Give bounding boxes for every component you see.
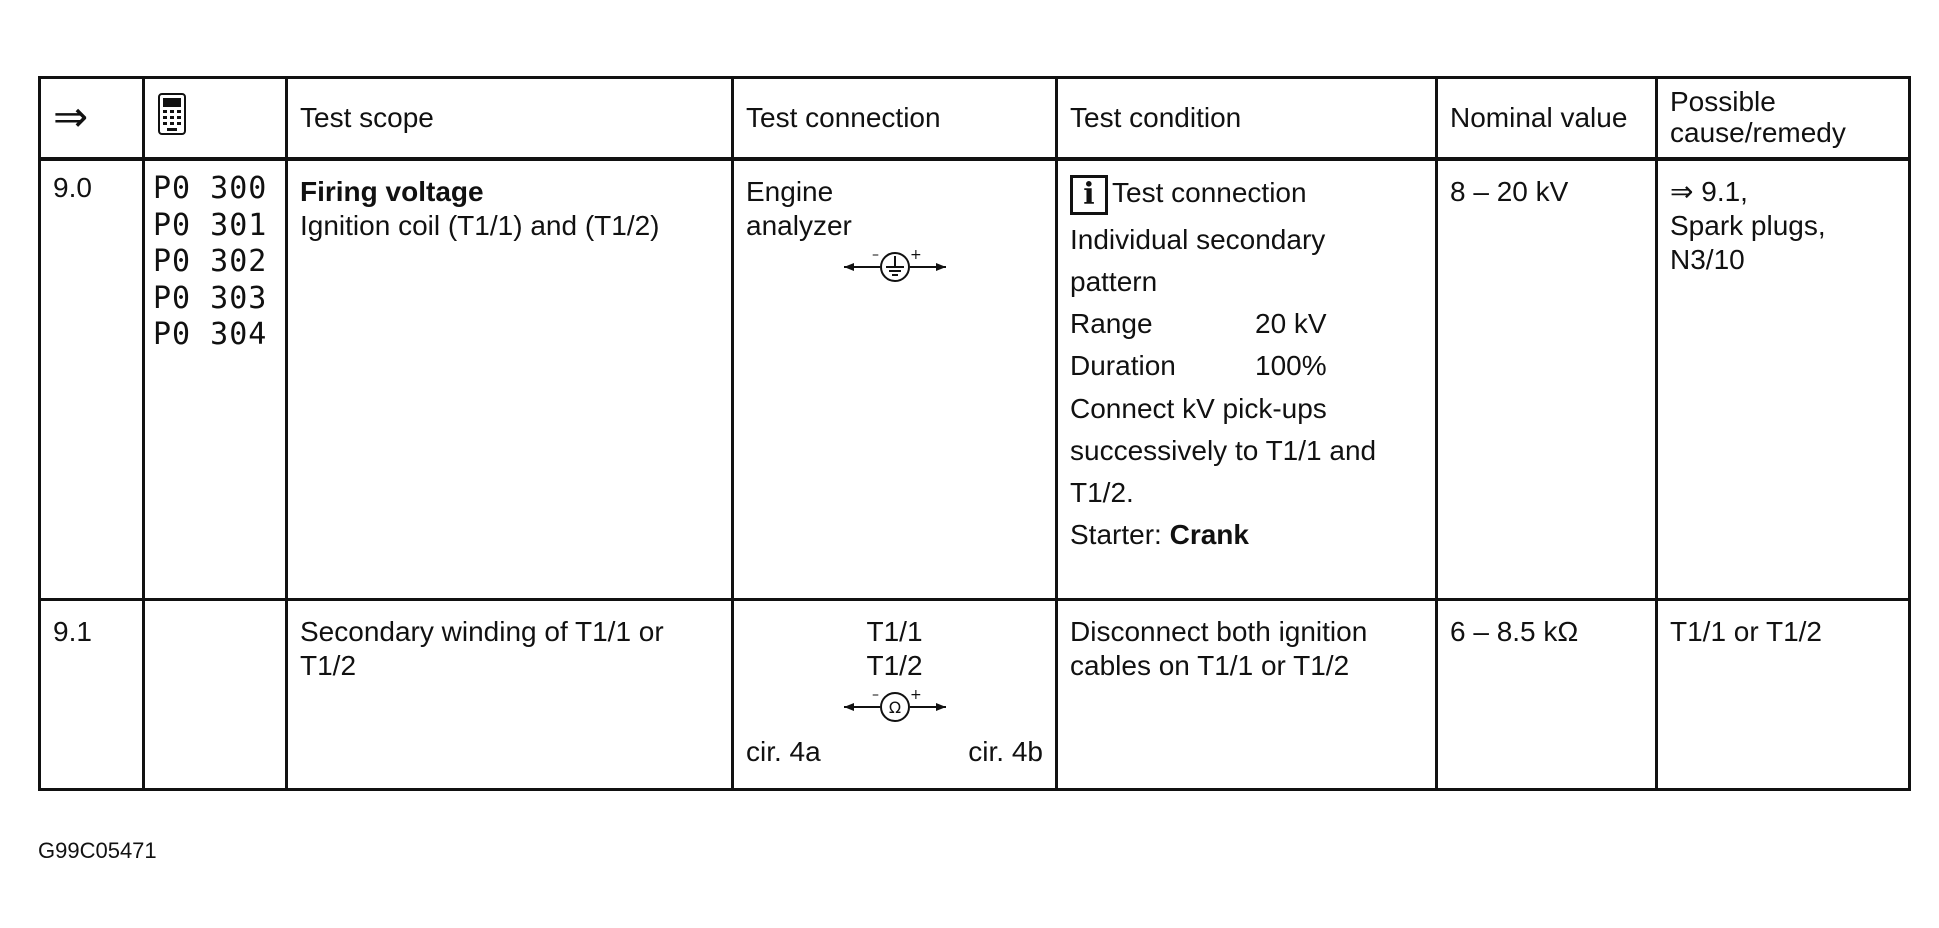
test-condition-cell: Disconnect both ignition cables on T1/1 … <box>1055 597 1438 791</box>
duration-value: 100% <box>1255 350 1327 382</box>
scope-text: Ignition coil (T1/1) and (T1/2) <box>300 210 660 242</box>
circuit-ref-left: cir. 4a <box>746 735 821 767</box>
fault-code: P0 301 <box>153 207 268 243</box>
test-scope-cell: Firing voltage Ignition coil (T1/1) and … <box>285 157 734 601</box>
duration-label: Duration <box>1070 350 1176 382</box>
nominal-value-cell: 8 – 20 kV <box>1435 157 1658 601</box>
cause-cell: T1/1 or T1/2 <box>1655 597 1911 791</box>
fault-code: P0 304 <box>153 317 268 353</box>
fault-codes: P0 300 P0 301 P0 302 P0 303 P0 304 <box>142 157 288 601</box>
condition-line: Connect kV pick-ups <box>1070 392 1327 424</box>
range-row: Range 20 kV <box>1070 307 1423 341</box>
scope-text: T1/2 <box>300 649 357 681</box>
condition-line: Test connection <box>1112 177 1307 208</box>
fault-code: P0 302 <box>153 244 268 280</box>
header-test-condition: Test condition <box>1055 76 1438 161</box>
starter-value: Crank <box>1169 519 1249 551</box>
header-cause-line1: Possible <box>1670 86 1776 118</box>
starter-row: Starter: Crank <box>1070 518 1423 552</box>
cause-line: ⇒ 9.1, <box>1670 176 1748 207</box>
fault-code: P0 300 <box>153 171 268 206</box>
arrow-icon: ⇒ <box>53 93 89 141</box>
connection-line2: analyzer <box>746 210 852 242</box>
svg-text:+: + <box>910 687 922 703</box>
condition-line: Disconnect both ignition <box>1070 615 1368 647</box>
starter-label: Starter: <box>1070 519 1162 551</box>
condition-line: T1/2. <box>1070 476 1134 508</box>
table-row: 9.0 P0 300 P0 301 P0 302 P0 303 P0 304 F… <box>38 157 1911 601</box>
svg-text:Ω: Ω <box>888 698 900 717</box>
connection-line1: T1/1 <box>866 615 923 647</box>
header-test-connection: Test connection <box>731 76 1058 161</box>
header-test-scope: Test scope <box>285 76 734 161</box>
header-tester <box>142 76 288 161</box>
fault-codes <box>142 597 288 791</box>
hand-held-tester-icon <box>157 92 187 144</box>
condition-line: cables on T1/1 or T1/2 <box>1070 649 1350 681</box>
circuit-refs: cir. 4a cir. 4b <box>746 735 1043 769</box>
test-connection-cell: Engine analyzer – + <box>731 157 1058 601</box>
test-connection-cell: T1/1 T1/2 Ω – + cir. 4a cir. 4b <box>731 597 1058 791</box>
table-row: 9.1 Secondary winding of T1/1 or T1/2 T1… <box>38 597 1911 791</box>
svg-text:–: – <box>872 247 879 263</box>
ohmmeter-icon: Ω – + <box>843 687 946 722</box>
step-number: 9.1 <box>38 597 145 791</box>
cause-line: N3/10 <box>1670 244 1745 276</box>
table-header-row: ⇒ Test scope Test connection Test condit… <box>38 76 1911 161</box>
svg-text:+: + <box>910 247 922 263</box>
cause-cell: ⇒ 9.1, Spark plugs, N3/10 <box>1655 157 1911 601</box>
scope-title: Firing voltage <box>300 176 484 207</box>
connection-line1: Engine <box>746 176 834 207</box>
nominal-value-cell: 6 – 8.5 kΩ <box>1435 597 1658 791</box>
range-label: Range <box>1070 308 1153 340</box>
header-nominal-value: Nominal value <box>1435 76 1658 161</box>
duration-row: Duration 100% <box>1070 349 1423 383</box>
connection-line2: T1/2 <box>866 649 923 681</box>
figure-code: G99C05471 <box>38 838 157 863</box>
info-icon: i <box>1070 175 1108 215</box>
test-scope-cell: Secondary winding of T1/1 or T1/2 <box>285 597 734 791</box>
header-cause-line2: cause/remedy <box>1670 117 1846 148</box>
circuit-ref-right: cir. 4b <box>968 735 1043 767</box>
condition-line: pattern <box>1070 266 1158 298</box>
step-number: 9.0 <box>38 157 145 601</box>
test-table: ⇒ Test scope Test connection Test condit… <box>38 76 1911 791</box>
cause-line: Spark plugs, <box>1670 210 1826 242</box>
condition-line: Individual secondary <box>1070 224 1326 255</box>
header-arrow: ⇒ <box>38 76 145 161</box>
range-value: 20 kV <box>1255 308 1327 340</box>
scope-text: Secondary winding of T1/1 or <box>300 615 664 647</box>
condition-line: successively to T1/1 and <box>1070 434 1377 466</box>
fault-code: P0 303 <box>153 280 268 316</box>
svg-text:–: – <box>872 687 879 703</box>
header-possible-cause: Possible cause/remedy <box>1655 76 1911 161</box>
ground-meter-icon: – + <box>843 247 946 283</box>
